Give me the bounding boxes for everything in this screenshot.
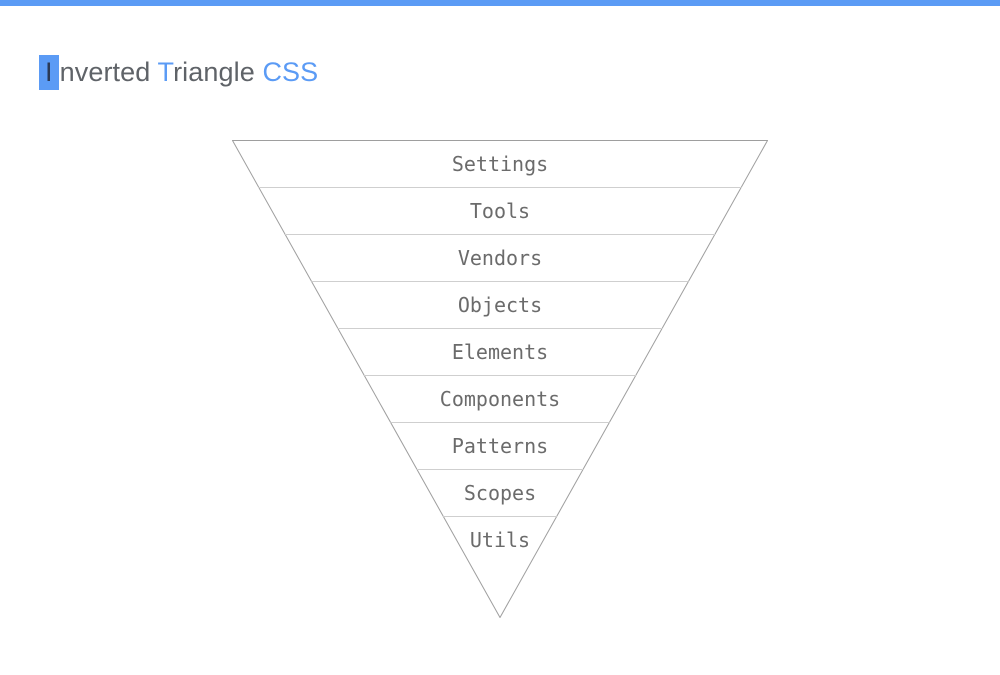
triangle-layer-settings[interactable]: Settings bbox=[232, 140, 768, 187]
triangle-outline-svg bbox=[232, 140, 768, 618]
layer-label: Settings bbox=[451, 151, 549, 176]
triangle-layer-scopes[interactable]: Scopes bbox=[232, 469, 768, 516]
title-segment-two: riangle bbox=[173, 57, 263, 88]
triangle-layer-vendors[interactable]: Vendors bbox=[232, 234, 768, 281]
layer-label: Elements bbox=[451, 339, 549, 364]
layer-label: Components bbox=[439, 386, 561, 411]
title-highlight-letter: I bbox=[39, 55, 59, 91]
layer-label: Scopes bbox=[463, 480, 537, 505]
title-accent-letter: T bbox=[157, 57, 174, 88]
triangle-layer-utils[interactable]: Utils bbox=[232, 516, 768, 563]
layer-label: Utils bbox=[469, 527, 531, 552]
layer-label: Vendors bbox=[457, 245, 543, 270]
top-accent-bar bbox=[0, 0, 1000, 6]
layer-label: Patterns bbox=[451, 433, 549, 458]
triangle-layer-objects[interactable]: Objects bbox=[232, 281, 768, 328]
triangle-layer-patterns[interactable]: Patterns bbox=[232, 422, 768, 469]
triangle-layer-tools[interactable]: Tools bbox=[232, 187, 768, 234]
title-accent-word: CSS bbox=[262, 57, 319, 88]
layer-label: Objects bbox=[457, 292, 543, 317]
triangle-layer-elements[interactable]: Elements bbox=[232, 328, 768, 375]
title-segment-one: nverted bbox=[59, 57, 158, 88]
layer-label: Tools bbox=[469, 198, 531, 223]
triangle-layer-components[interactable]: Components bbox=[232, 375, 768, 422]
triangle-outline bbox=[232, 140, 768, 618]
